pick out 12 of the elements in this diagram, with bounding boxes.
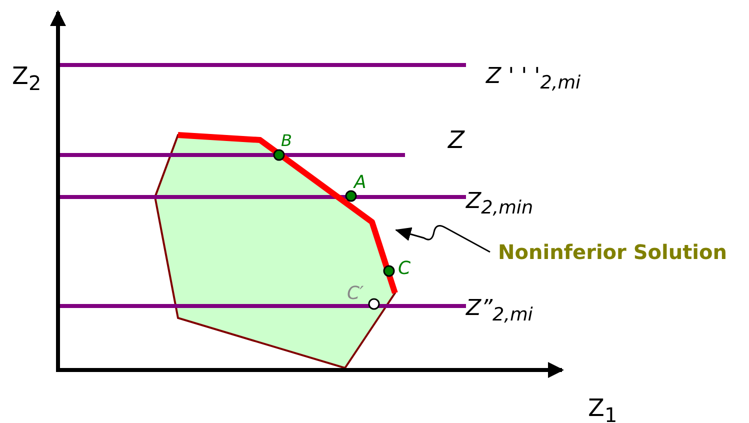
line-label: Z$_{2,min}$ [466, 191, 534, 218]
callout-text: Noninferior Solution [498, 242, 727, 262]
point-label: C′ [347, 285, 364, 303]
leader-line [395, 225, 490, 253]
axis-label: Z$_{1}$ [588, 396, 618, 423]
axis-label: Z$_{2}$ [12, 64, 42, 93]
point-label: B [281, 133, 292, 149]
point-label: A [354, 174, 366, 192]
line-label: Z [448, 128, 464, 152]
point-label: C [398, 260, 411, 278]
line-label: Z”$_{2,mi}$ [466, 298, 533, 325]
line-label: Z ' ' '$_{2,mi}$ [486, 66, 581, 93]
